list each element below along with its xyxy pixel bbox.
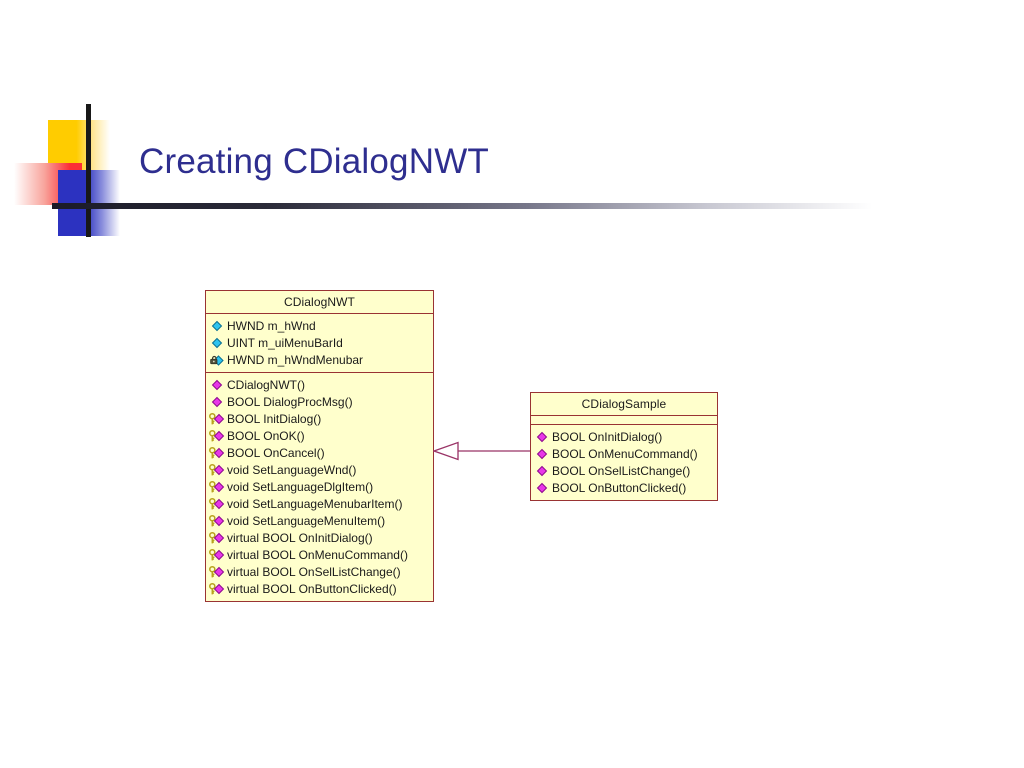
uml-methods-compartment: BOOL OnInitDialog() BOOL OnMenuCommand(): [531, 425, 717, 500]
uml-method-row[interactable]: void SetLanguageMenuItem(): [206, 512, 433, 529]
method-diamond-key-icon: [209, 412, 226, 426]
method-diamond-key-icon: [209, 548, 226, 562]
method-diamond-key-icon: [209, 531, 226, 545]
uml-method-row[interactable]: void SetLanguageMenubarItem(): [206, 495, 433, 512]
uml-method-row[interactable]: virtual BOOL OnSelListChange(): [206, 563, 433, 580]
uml-method-label: void SetLanguageMenubarItem(): [227, 496, 403, 511]
uml-method-label: BOOL DialogProcMsg(): [227, 394, 353, 409]
uml-method-row[interactable]: BOOL OnOK(): [206, 427, 433, 444]
uml-attribute-label: HWND m_hWnd: [227, 318, 316, 333]
uml-method-label: virtual BOOL OnMenuCommand(): [227, 547, 408, 562]
method-diamond-key-icon: [209, 480, 226, 494]
uml-method-row[interactable]: BOOL InitDialog(): [206, 410, 433, 427]
uml-attributes-compartment: HWND m_hWnd UINT m_uiMenuBarId: [206, 314, 433, 373]
method-diamond-icon: [534, 430, 551, 444]
uml-attribute-label: HWND m_hWndMenubar: [227, 352, 364, 367]
uml-method-label: void SetLanguageWnd(): [227, 462, 357, 477]
uml-method-row[interactable]: BOOL OnButtonClicked(): [531, 479, 717, 496]
field-diamond-icon: [209, 319, 226, 333]
uml-class-name: CDialogNWT: [206, 291, 433, 314]
uml-attribute-label: UINT m_uiMenuBarId: [227, 335, 343, 350]
method-diamond-icon: [209, 395, 226, 409]
method-diamond-icon: [534, 481, 551, 495]
method-diamond-key-icon: [209, 497, 226, 511]
uml-method-label: BOOL OnButtonClicked(): [552, 480, 687, 495]
uml-attributes-compartment: [531, 416, 717, 425]
uml-method-label: BOOL OnSelListChange(): [552, 463, 691, 478]
uml-method-label: CDialogNWT(): [227, 377, 305, 392]
method-diamond-key-icon: [209, 463, 226, 477]
uml-class-name: CDialogSample: [531, 393, 717, 416]
uml-method-label: virtual BOOL OnInitDialog(): [227, 530, 373, 545]
uml-method-row[interactable]: CDialogNWT(): [206, 376, 433, 393]
uml-method-label: BOOL OnMenuCommand(): [552, 446, 698, 461]
method-diamond-icon: [209, 378, 226, 392]
uml-method-row[interactable]: BOOL DialogProcMsg(): [206, 393, 433, 410]
uml-method-label: BOOL OnOK(): [227, 428, 305, 443]
uml-method-label: void SetLanguageMenuItem(): [227, 513, 386, 528]
generalization-connector: [432, 441, 531, 461]
field-diamond-icon: [209, 336, 226, 350]
uml-attribute-row[interactable]: UINT m_uiMenuBarId: [206, 334, 433, 351]
method-diamond-icon: [534, 447, 551, 461]
title-underline-rule: [52, 203, 872, 209]
page-title: Creating CDialogNWT: [139, 142, 490, 181]
uml-method-row[interactable]: virtual BOOL OnButtonClicked(): [206, 580, 433, 597]
uml-method-row[interactable]: BOOL OnInitDialog(): [531, 428, 717, 445]
uml-class-cdialognwt[interactable]: CDialogNWT HWND m_hWnd: [205, 290, 434, 602]
decoration-vertical-bar: [86, 104, 91, 237]
uml-method-row[interactable]: virtual BOOL OnMenuCommand(): [206, 546, 433, 563]
uml-attribute-row[interactable]: HWND m_hWnd: [206, 317, 433, 334]
uml-class-cdialogsample[interactable]: CDialogSample BOOL OnInitDialog(): [530, 392, 718, 501]
uml-method-row[interactable]: void SetLanguageWnd(): [206, 461, 433, 478]
method-diamond-key-icon: [209, 429, 226, 443]
uml-method-label: BOOL InitDialog(): [227, 411, 322, 426]
uml-methods-compartment: CDialogNWT() BOOL DialogProcMsg(): [206, 373, 433, 601]
uml-method-row[interactable]: void SetLanguageDlgItem(): [206, 478, 433, 495]
method-diamond-icon: [534, 464, 551, 478]
uml-method-row[interactable]: BOOL OnMenuCommand(): [531, 445, 717, 462]
uml-method-label: void SetLanguageDlgItem(): [227, 479, 374, 494]
uml-method-label: virtual BOOL OnSelListChange(): [227, 564, 401, 579]
method-diamond-key-icon: [209, 565, 226, 579]
uml-method-row[interactable]: BOOL OnSelListChange(): [531, 462, 717, 479]
method-diamond-key-icon: [209, 582, 226, 596]
uml-attribute-row[interactable]: HWND m_hWndMenubar: [206, 351, 433, 368]
method-diamond-key-icon: [209, 514, 226, 528]
uml-method-row[interactable]: virtual BOOL OnInitDialog(): [206, 529, 433, 546]
method-diamond-key-icon: [209, 446, 226, 460]
uml-method-label: virtual BOOL OnButtonClicked(): [227, 581, 397, 596]
uml-method-row[interactable]: BOOL OnCancel(): [206, 444, 433, 461]
slide-decoration: [0, 0, 520, 250]
uml-method-label: BOOL OnCancel(): [227, 445, 325, 460]
uml-method-label: BOOL OnInitDialog(): [552, 429, 663, 444]
field-diamond-lock-icon: [209, 353, 226, 367]
